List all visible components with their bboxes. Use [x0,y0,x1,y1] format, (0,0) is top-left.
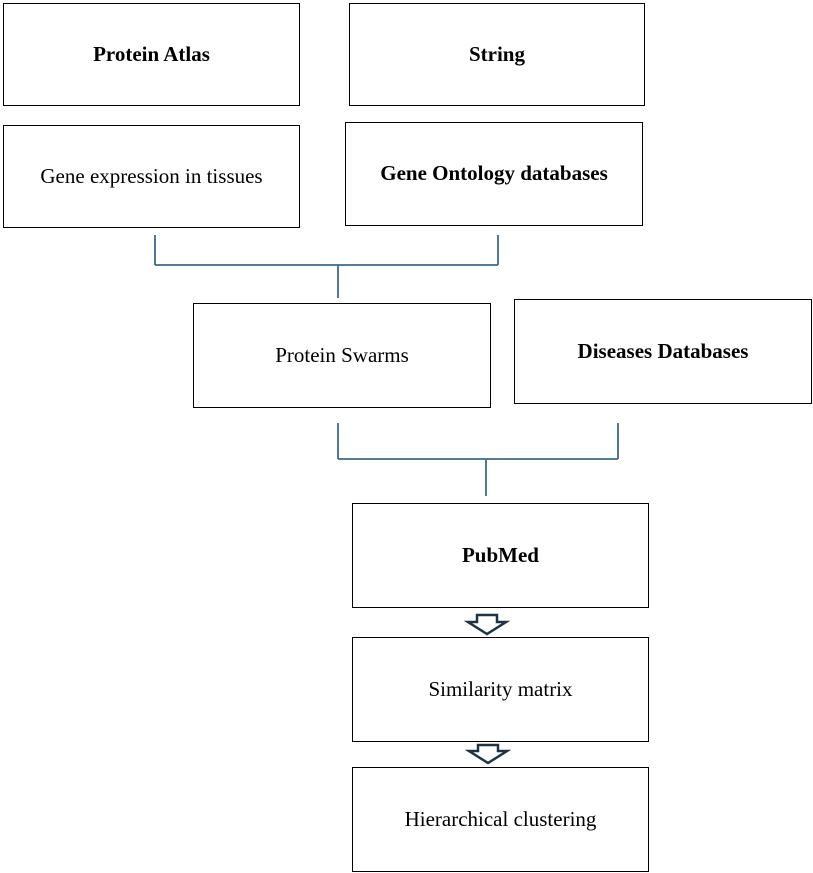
pubmed-label: PubMed [461,542,539,567]
diseases-databases-label: Diseases Databases [577,338,749,363]
pubmed-node: PubMed [352,503,649,608]
down-arrow-icon [464,743,512,765]
protein-swarms-label: Protein Swarms [275,342,409,367]
hierarchical-clustering-label: Hierarchical clustering [404,806,597,831]
gene-expression-node: Gene expression in tissues [3,125,300,228]
protein-atlas-label: Protein Atlas [93,41,210,66]
gene-expression-label: Gene expression in tissues [40,163,263,188]
gene-ontology-label: Gene Ontology databases [380,161,608,186]
similarity-matrix-node: Similarity matrix [352,637,649,742]
protein-swarms-node: Protein Swarms [193,303,491,408]
bracket-connector-top [154,235,499,298]
down-arrow-icon [463,613,511,636]
diseases-databases-node: Diseases Databases [514,299,812,404]
similarity-matrix-label: Similarity matrix [428,676,573,701]
gene-ontology-node: Gene Ontology databases [345,122,643,226]
string-node: String [349,3,645,106]
string-label: String [468,41,525,66]
hierarchical-clustering-node: Hierarchical clustering [352,767,649,872]
bracket-connector-middle [337,423,619,496]
protein-atlas-node: Protein Atlas [3,3,300,106]
